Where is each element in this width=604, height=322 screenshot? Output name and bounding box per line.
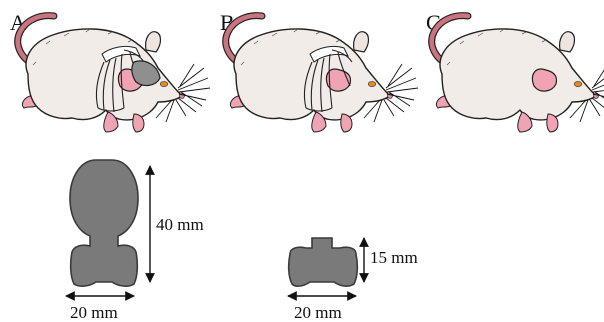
device-large: 40 mm 20 mm xyxy=(66,160,204,322)
width-label-large: 20 mm xyxy=(70,303,118,322)
rat-c-illustration xyxy=(432,16,604,132)
device-small: 15 mm 20 mm xyxy=(288,238,418,322)
device-large-shape xyxy=(70,160,138,286)
panel-c: C xyxy=(426,10,604,132)
height-label-large: 40 mm xyxy=(156,215,204,234)
panel-a: A xyxy=(10,10,210,132)
height-label-small: 15 mm xyxy=(370,248,418,267)
rat-a-illustration xyxy=(18,16,210,132)
panel-b: B xyxy=(220,10,418,132)
rat-b-illustration xyxy=(226,16,418,132)
device-small-shape xyxy=(289,238,358,286)
width-label-small: 20 mm xyxy=(294,303,342,322)
